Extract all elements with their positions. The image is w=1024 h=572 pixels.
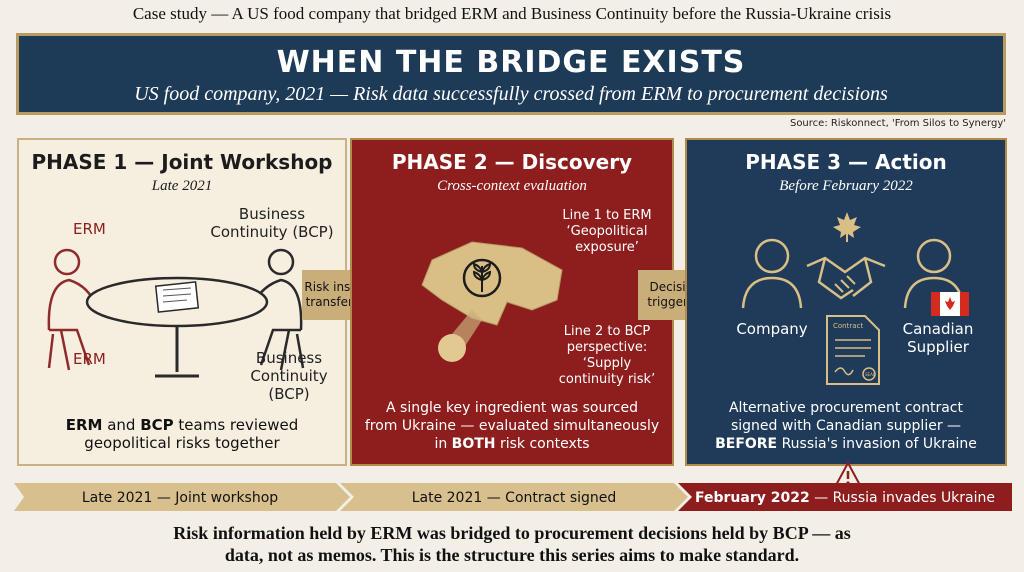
- timeline-seg3-bold: February 2022: [694, 490, 810, 506]
- phase2-panel: PHASE 2 — Discovery Cross-context evalua…: [350, 138, 674, 466]
- bcp-label-top-line1: Business: [238, 205, 306, 223]
- phase2-description: A single key ingredient was sourced from…: [352, 399, 672, 453]
- desc-erm: ERM: [65, 416, 103, 434]
- contract-icon: SEAL Contract: [826, 315, 880, 385]
- phase2-desc-line2: from Ukraine — evaluated simultaneously: [364, 418, 660, 434]
- wheat-icon: [472, 262, 492, 292]
- line1-a: Line 1 to ERM: [562, 208, 652, 223]
- banner-title: WHEN THE BRIDGE EXISTS: [276, 45, 746, 80]
- line2-c: ‘Supply: [582, 356, 632, 371]
- line2-a: Line 2 to BCP: [563, 324, 651, 339]
- supplier-line1: Canadian: [902, 320, 974, 338]
- person-icon: [741, 238, 803, 309]
- canada-flag-icon: [931, 292, 969, 316]
- phase2-subtitle: Cross-context evaluation: [437, 178, 587, 194]
- line2-d: continuity risk’: [558, 372, 656, 387]
- phase2-desc-both: BOTH: [451, 436, 496, 452]
- line2-bcp-note: Line 2 to BCP perspective: ‘Supply conti…: [542, 324, 672, 388]
- supplier-line2: Supplier: [907, 338, 969, 356]
- phase3-title: PHASE 3 — Action: [745, 150, 947, 174]
- footer-statement: Risk information held by ERM was bridged…: [60, 522, 964, 566]
- line2-b: perspective:: [566, 340, 648, 355]
- ukraine-map-icon: [421, 241, 563, 362]
- source-note: Source: Riskonnect, 'From Silos to Syner…: [789, 118, 1006, 129]
- timeline-seg3: February 2022 — Russia invades Ukraine: [690, 490, 1000, 506]
- phase3-desc-line1: Alternative procurement contract: [728, 400, 963, 416]
- phase1-panel: PHASE 1 — Joint Workshop Late 2021: [17, 138, 347, 466]
- title-banner: WHEN THE BRIDGE EXISTS US food company, …: [16, 33, 1006, 115]
- phase3-desc-before: BEFORE: [715, 436, 778, 452]
- timeline-seg3-rest: — Russia invades Ukraine: [809, 490, 996, 506]
- phase1-description: ERM and BCP teams reviewed geopolitical …: [19, 416, 345, 452]
- case-study-caption: Case study — A US food company that brid…: [132, 4, 892, 23]
- erm-label-top: ERM: [73, 220, 106, 238]
- banner-subtitle: US food company, 2021 — Risk data succes…: [134, 83, 888, 105]
- footer-line1: Risk information held by ERM was bridged…: [173, 523, 851, 543]
- supplier-label: Canadian Supplier: [883, 320, 993, 356]
- seal-label: SEAL: [865, 372, 876, 377]
- desc-line2: geopolitical risks together: [84, 434, 280, 452]
- phase1-title: PHASE 1 — Joint Workshop: [31, 150, 333, 174]
- company-label: Company: [736, 320, 808, 338]
- line1-c: exposure’: [575, 240, 639, 255]
- phase2-title: PHASE 2 — Discovery: [391, 150, 633, 174]
- phase3-panel: PHASE 3 — Action Before February 2022 Co…: [685, 138, 1007, 466]
- phase3-desc-end: Russia's invasion of Ukraine: [777, 436, 977, 452]
- maple-leaf-icon: [833, 212, 861, 242]
- workshop-table-icon: [47, 248, 305, 378]
- document-icon: [154, 281, 200, 313]
- bcp-label-bottom-line3: (BCP): [268, 385, 310, 403]
- footer-line2: data, not as memos. This is the structur…: [224, 545, 800, 565]
- phase3-description: Alternative procurement contract signed …: [687, 399, 1005, 453]
- phase2-desc-in: in: [434, 436, 452, 452]
- desc-bcp: BCP: [140, 416, 174, 434]
- phase3-desc-line2: signed with Canadian supplier —: [730, 418, 962, 434]
- phase2-desc-line1: A single key ingredient was sourced: [386, 400, 638, 416]
- phase2-desc-end: risk contexts: [495, 436, 590, 452]
- phase3-subtitle: Before February 2022: [779, 178, 913, 194]
- line1-erm-note: Line 1 to ERM ‘Geopolitical exposure’: [542, 208, 672, 256]
- erm-label-bottom: ERM: [73, 350, 106, 368]
- phase1-subtitle: Late 2021: [151, 178, 213, 194]
- handshake-icon: [806, 256, 886, 300]
- bcp-label-bottom-line2: Continuity: [250, 367, 328, 385]
- bcp-label-bottom: Business Continuity (BCP): [224, 349, 354, 403]
- timeline-seg2: Late 2021 — Contract signed: [411, 490, 617, 506]
- desc-and: and: [102, 416, 141, 434]
- bcp-label-top: Business Continuity (BCP): [197, 205, 347, 241]
- bcp-label-bottom-line1: Business: [255, 349, 323, 367]
- timeline-bar: [14, 483, 1012, 511]
- desc-rest: teams reviewed: [173, 416, 299, 434]
- line1-b: ‘Geopolitical: [566, 224, 648, 239]
- timeline-seg1: Late 2021 — Joint workshop: [81, 490, 279, 506]
- contract-label: Contract: [833, 322, 863, 330]
- bcp-label-top-line2: Continuity (BCP): [210, 223, 334, 241]
